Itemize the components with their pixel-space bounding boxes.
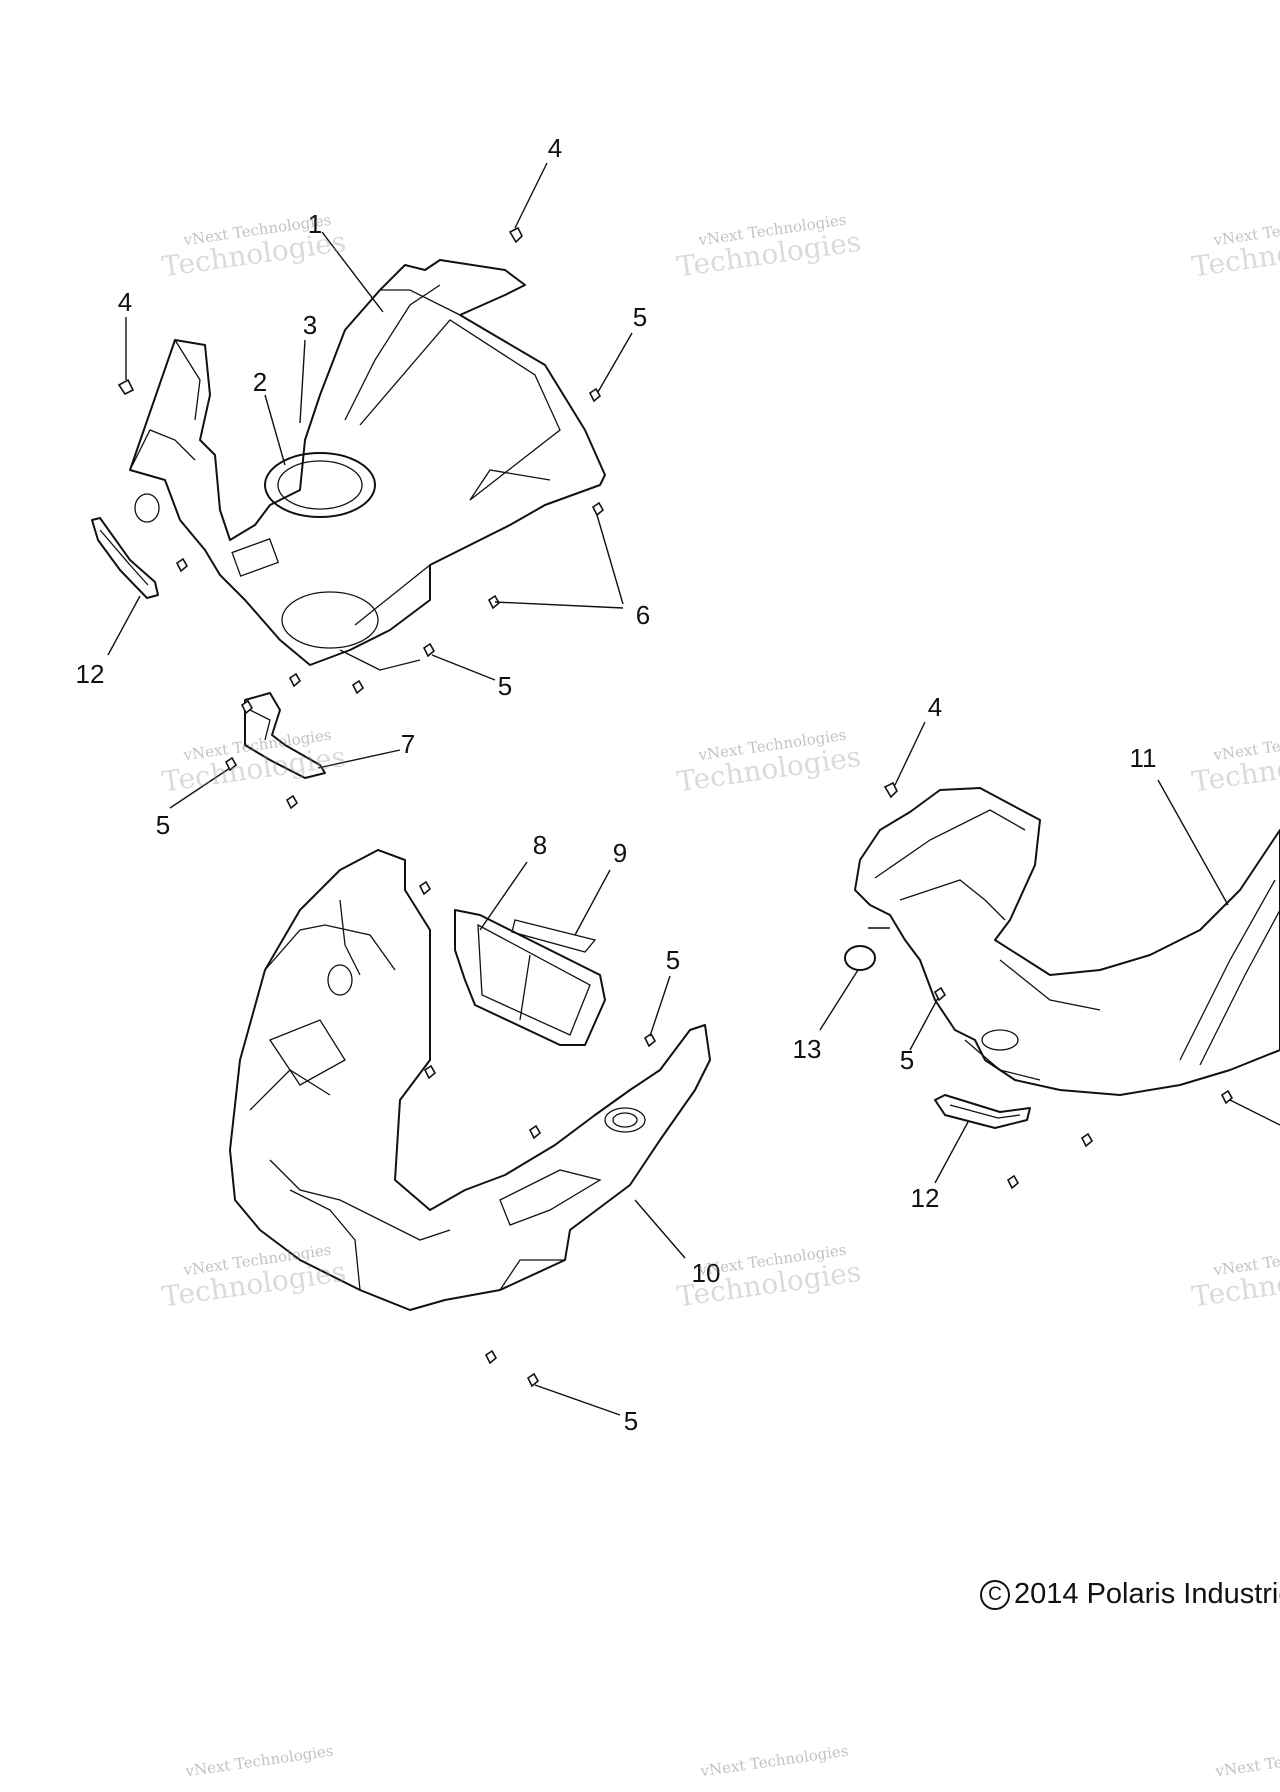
part-9-label xyxy=(511,919,597,953)
callout-12-lower[interactable]: 12 xyxy=(910,1183,940,1213)
leader-lines xyxy=(107,162,1280,1416)
callout-7[interactable]: 7 xyxy=(400,729,416,759)
callout-5-upper-right[interactable]: 5 xyxy=(632,302,648,332)
copyright-text: 2014 Polaris Industrie xyxy=(1014,1578,1280,1610)
callout-5-left[interactable]: 5 xyxy=(155,810,171,840)
callout-4-left[interactable]: 4 xyxy=(117,287,133,317)
callout-3[interactable]: 3 xyxy=(302,310,318,340)
fasteners xyxy=(117,226,1234,1388)
callout-13[interactable]: 13 xyxy=(792,1034,822,1064)
callout-9[interactable]: 9 xyxy=(612,838,628,868)
part-8-grille xyxy=(454,909,606,1046)
part-13-plug xyxy=(844,945,876,971)
callout-4-top[interactable]: 4 xyxy=(547,133,563,163)
callout-6[interactable]: 6 xyxy=(635,600,651,630)
part-12-upper-clip xyxy=(91,517,159,599)
part-12-lower-clip xyxy=(934,1094,1031,1129)
callout-11[interactable]: 11 xyxy=(1129,743,1157,773)
callout-5-mid[interactable]: 5 xyxy=(665,945,681,975)
callout-12-upper[interactable]: 12 xyxy=(75,659,105,689)
part-10-lower-panel xyxy=(229,849,711,1311)
callout-4-right[interactable]: 4 xyxy=(927,692,943,722)
part-7-bracket xyxy=(244,692,326,779)
callout-1[interactable]: 1 xyxy=(307,209,323,239)
copyright-icon: C xyxy=(980,1580,1010,1610)
part-11-right-duct xyxy=(854,787,1280,1096)
callout-10[interactable]: 10 xyxy=(691,1258,721,1288)
callout-5-bottom[interactable]: 5 xyxy=(623,1406,639,1436)
callout-5-upper-bottom[interactable]: 5 xyxy=(497,671,513,701)
callout-8[interactable]: 8 xyxy=(532,830,548,860)
callout-5-right[interactable]: 5 xyxy=(899,1045,915,1075)
part-1-console-bulkhead xyxy=(129,259,606,671)
callout-2[interactable]: 2 xyxy=(252,367,268,397)
